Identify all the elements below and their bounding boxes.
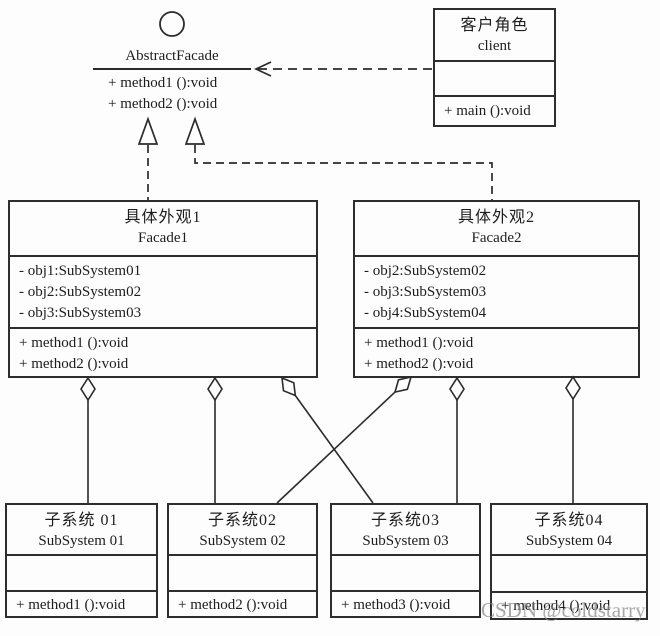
class-box-subsystem02: 子系统02 SubSystem 02 + method2 ():void [167, 503, 318, 618]
method-line: + method3 ():void [341, 597, 451, 613]
class-methods: + method1 ():void + method2 ():void [355, 327, 638, 380]
method-line: + method4 ():void [501, 598, 611, 614]
class-title-en: SubSystem 04 [525, 533, 613, 549]
attribute-line: - obj1:SubSystem01 [19, 263, 142, 279]
aggregation-diamond-icon [80, 376, 96, 402]
class-title-en: Facade1 [138, 230, 188, 246]
method-line: + method1 ():void [364, 335, 474, 351]
interface-methods: + method1 ():void + method2 ():void [108, 73, 217, 115]
aggregation-facade1-subsystem03 [281, 376, 374, 504]
class-title-zh: 具体外观1 [124, 209, 202, 226]
class-box-facade2: 具体外观2 Facade2 - obj2:SubSystem02 - obj3:… [353, 200, 640, 378]
aggregation-facade2-subsystem03 [449, 376, 465, 503]
attribute-line: - obj4:SubSystem04 [364, 305, 487, 321]
class-box-subsystem04: 子系统04 SubSystem 04 + method4 ():void [490, 503, 648, 620]
dependency-arrow [253, 61, 433, 77]
class-methods: + main ():void [435, 95, 554, 129]
class-box-client: 客户角色 client + main ():void [433, 8, 556, 127]
class-title-zh: 子系统02 [207, 512, 277, 529]
class-title-zh: 子系统 01 [44, 512, 119, 529]
attribute-line: - obj3:SubSystem03 [364, 284, 487, 300]
class-title-en: SubSystem 03 [362, 533, 449, 549]
class-attributes: - obj2:SubSystem02 - obj3:SubSystem03 - … [355, 255, 638, 327]
method-line: + method2 ():void [19, 356, 129, 372]
method-line: + method1 ():void [19, 335, 129, 351]
class-title: 具体外观2 Facade2 [355, 202, 638, 255]
hollow-triangle-icon [137, 116, 159, 145]
open-arrowhead-icon [253, 61, 272, 77]
method-line: + method2 ():void [178, 597, 288, 613]
class-title-zh: 子系统04 [534, 512, 604, 529]
class-box-subsystem03: 子系统03 SubSystem 03 + method3 ():void [330, 503, 481, 618]
class-attributes [332, 554, 479, 590]
aggregation-diamond-icon [449, 376, 465, 402]
class-title-zh: 具体外观2 [457, 209, 535, 226]
watermark: CSDN @coldstarry [481, 598, 646, 622]
attribute-line: - obj2:SubSystem02 [19, 284, 142, 300]
method-line: + method1 ():void [108, 75, 218, 91]
class-methods: + method3 ():void [332, 590, 479, 620]
class-attributes [7, 554, 156, 590]
class-title-zh: 子系统03 [370, 512, 440, 529]
aggregation-facade1-subsystem01 [80, 376, 96, 503]
class-title: 子系统 01 SubSystem 01 [7, 505, 156, 554]
attribute-line: - obj2:SubSystem02 [364, 263, 487, 279]
aggregation-diamond-icon [207, 376, 223, 402]
aggregation-facade2-subsystem04 [565, 375, 581, 503]
method-line: + method2 ():void [364, 356, 474, 372]
class-title: 客户角色 client [435, 10, 554, 60]
class-methods: + method1 ():void [7, 590, 156, 620]
class-box-subsystem01: 子系统 01 SubSystem 01 + method1 ():void [5, 503, 158, 618]
method-line: + main ():void [444, 103, 531, 119]
aggregation-facade1-subsystem02 [207, 376, 223, 503]
class-title: 具体外观1 Facade1 [10, 202, 316, 255]
attribute-line: - obj3:SubSystem03 [19, 305, 142, 321]
class-title-en: SubSystem 02 [199, 533, 286, 549]
method-line: + method2 ():void [108, 96, 218, 112]
class-methods: + method4 ():void [492, 591, 646, 622]
class-methods: + method2 ():void [169, 590, 316, 620]
class-title-en: client [477, 38, 512, 54]
method-line: + method1 ():void [16, 597, 126, 613]
class-title: 子系统04 SubSystem 04 [492, 505, 646, 554]
class-box-facade1: 具体外观1 Facade1 - obj1:SubSystem01 - obj2:… [8, 200, 318, 378]
class-attributes [169, 554, 316, 590]
interface-name: AbstractFacade [93, 44, 251, 70]
class-title: 子系统02 SubSystem 02 [169, 505, 316, 554]
class-attributes [492, 554, 646, 591]
class-methods: + method1 ():void + method2 ():void [10, 327, 316, 380]
aggregation-diamond-icon [565, 375, 581, 401]
class-attributes: - obj1:SubSystem01 - obj2:SubSystem02 - … [10, 255, 316, 327]
class-title: 子系统03 SubSystem 03 [332, 505, 479, 554]
realization-arrow-facade1 [137, 116, 159, 200]
class-title-zh: 客户角色 [460, 17, 529, 34]
interface-lollipop-icon [159, 11, 185, 37]
class-attributes [435, 60, 554, 95]
aggregation-facade2-subsystem02 [276, 375, 413, 504]
hollow-triangle-icon [184, 116, 206, 145]
realization-arrow-facade2 [184, 116, 493, 200]
class-title-en: SubSystem 01 [38, 533, 125, 549]
aggregation-diamond-icon [281, 376, 297, 397]
class-title-en: Facade2 [471, 230, 522, 246]
